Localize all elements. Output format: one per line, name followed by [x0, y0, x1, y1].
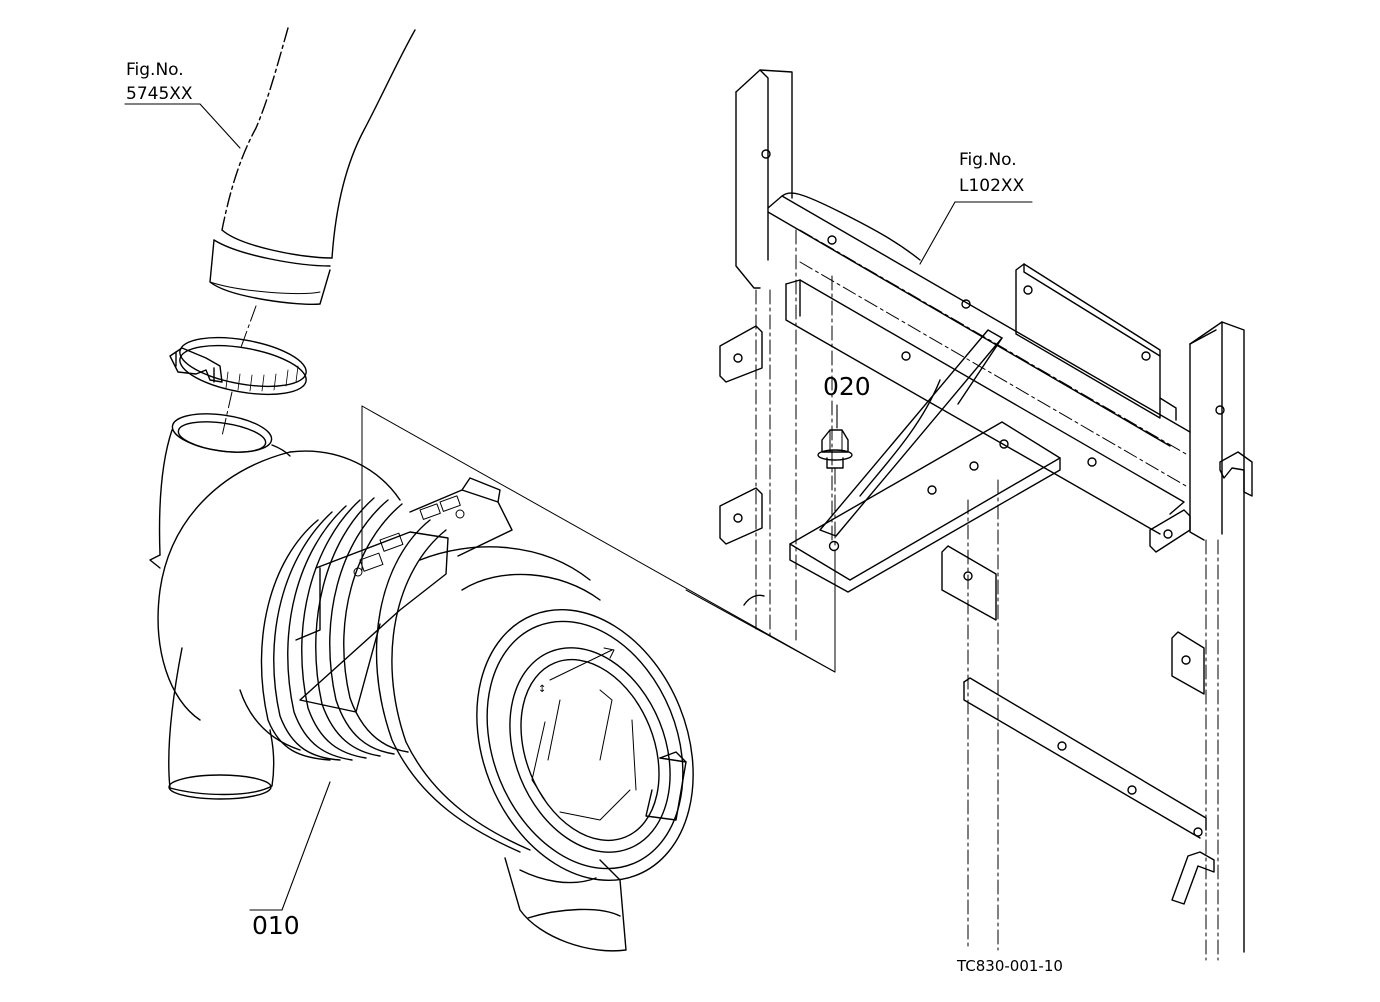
frame-figure-ref-line1: Fig.No. — [959, 150, 1017, 170]
hose-clamp — [169, 336, 307, 396]
air-cleaner: ↕ — [149, 413, 694, 952]
hose-figure-ref-line2: 5745XX — [126, 84, 193, 104]
frame-figure-ref-line2: L102XX — [959, 176, 1025, 196]
part-number-020: 020 — [823, 372, 871, 401]
drawing-code: TC830-001-10 — [957, 957, 1063, 975]
part-number-010: 010 — [252, 911, 300, 940]
hose-figure-ref-line1: Fig.No. — [126, 60, 184, 80]
bolt-020 — [817, 429, 853, 469]
leader-lines — [124, 103, 1033, 911]
svg-text:↕: ↕ — [538, 684, 546, 695]
assembly-centre-lines — [221, 305, 836, 546]
intake-hose — [209, 27, 416, 305]
assembly-guide-lines — [361, 405, 836, 673]
frame-structure — [719, 69, 1253, 961]
